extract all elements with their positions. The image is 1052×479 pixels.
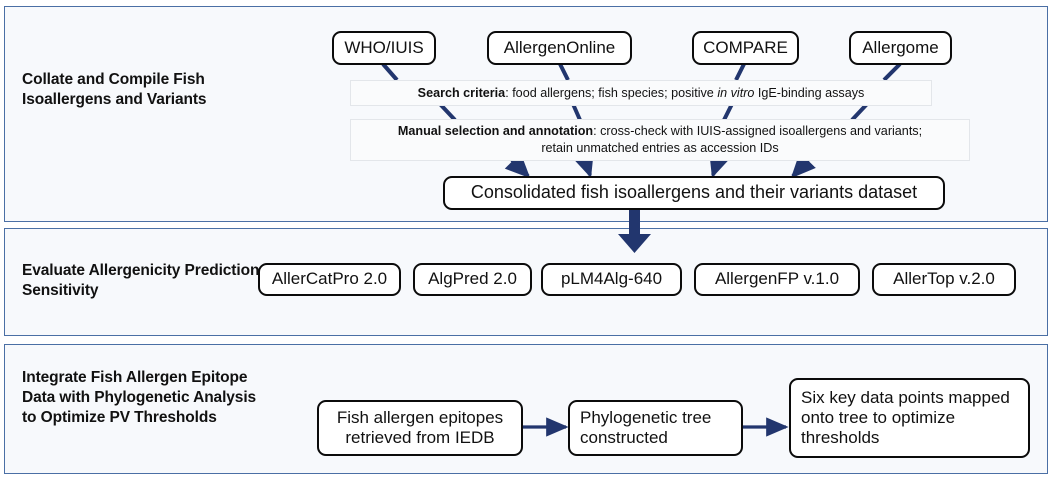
stage-label-integrate: Integrate Fish Allergen Epitope Data wit… bbox=[22, 369, 257, 426]
predictor-box-allertop[interactable]: AllerTop v.2.0 bbox=[872, 263, 1016, 296]
search-criteria-separator: : bbox=[505, 85, 513, 100]
predictor-box-plm4alg[interactable]: pLM4Alg-640 bbox=[541, 263, 682, 296]
flow-box-mapped-points-line1: Six key data points mapped bbox=[801, 387, 1010, 407]
search-criteria-body-post: IgE-binding assays bbox=[754, 85, 865, 100]
manual-selection-line1: cross-check with IUIS-assigned isoallerg… bbox=[600, 124, 923, 139]
flow-box-epitopes-iedb[interactable]: Fish allergen epitopes retrieved from IE… bbox=[317, 400, 523, 456]
source-box-allergome[interactable]: Allergome bbox=[849, 31, 952, 65]
stage-label-evaluate: Evaluate Allergenicity Prediction Sensit… bbox=[22, 262, 260, 299]
flow-box-mapped-points-line3: thresholds bbox=[801, 428, 880, 448]
flow-box-epitopes-iedb-line1: Fish allergen epitopes bbox=[336, 407, 504, 427]
predictor-box-algpred[interactable]: AlgPred 2.0 bbox=[413, 263, 532, 296]
search-criteria-bar: Search criteria: food allergens; fish sp… bbox=[350, 80, 932, 106]
source-box-who-iuis[interactable]: WHO/IUIS bbox=[332, 31, 436, 65]
flow-box-phylo-tree[interactable]: Phylogenetic tree constructed bbox=[568, 400, 743, 456]
flow-box-mapped-points-line2: onto tree to optimize bbox=[801, 407, 956, 427]
predictor-box-allercatpro[interactable]: AllerCatPro 2.0 bbox=[258, 263, 401, 296]
flow-box-epitopes-iedb-line2: retrieved from IEDB bbox=[345, 428, 495, 447]
flow-box-mapped-points[interactable]: Six key data points mapped onto tree to … bbox=[789, 378, 1030, 458]
predictor-box-allergenfp[interactable]: AllergenFP v.1.0 bbox=[694, 263, 860, 296]
flow-box-phylo-tree-line2: constructed bbox=[580, 428, 668, 447]
stage-label-collate: Collate and Compile Fish Isoallergens an… bbox=[22, 71, 207, 108]
manual-selection-bar: Manual selection and annotation: cross-c… bbox=[350, 119, 970, 161]
search-criteria-body-pre: food allergens; fish species; positive bbox=[512, 85, 718, 100]
search-criteria-body-italic: in vitro bbox=[717, 85, 755, 100]
source-box-compare[interactable]: COMPARE bbox=[692, 31, 799, 65]
consolidated-dataset-box[interactable]: Consolidated fish isoallergens and their… bbox=[443, 176, 945, 210]
flow-box-phylo-tree-line1: Phylogenetic tree bbox=[580, 407, 712, 427]
manual-selection-line2: retain unmatched entries as accession ID… bbox=[541, 141, 779, 155]
search-criteria-heading: Search criteria bbox=[417, 85, 506, 100]
source-box-allergenonline[interactable]: AllergenOnline bbox=[487, 31, 632, 65]
manual-selection-heading: Manual selection and annotation bbox=[397, 124, 594, 139]
manual-selection-separator: : bbox=[593, 124, 601, 139]
